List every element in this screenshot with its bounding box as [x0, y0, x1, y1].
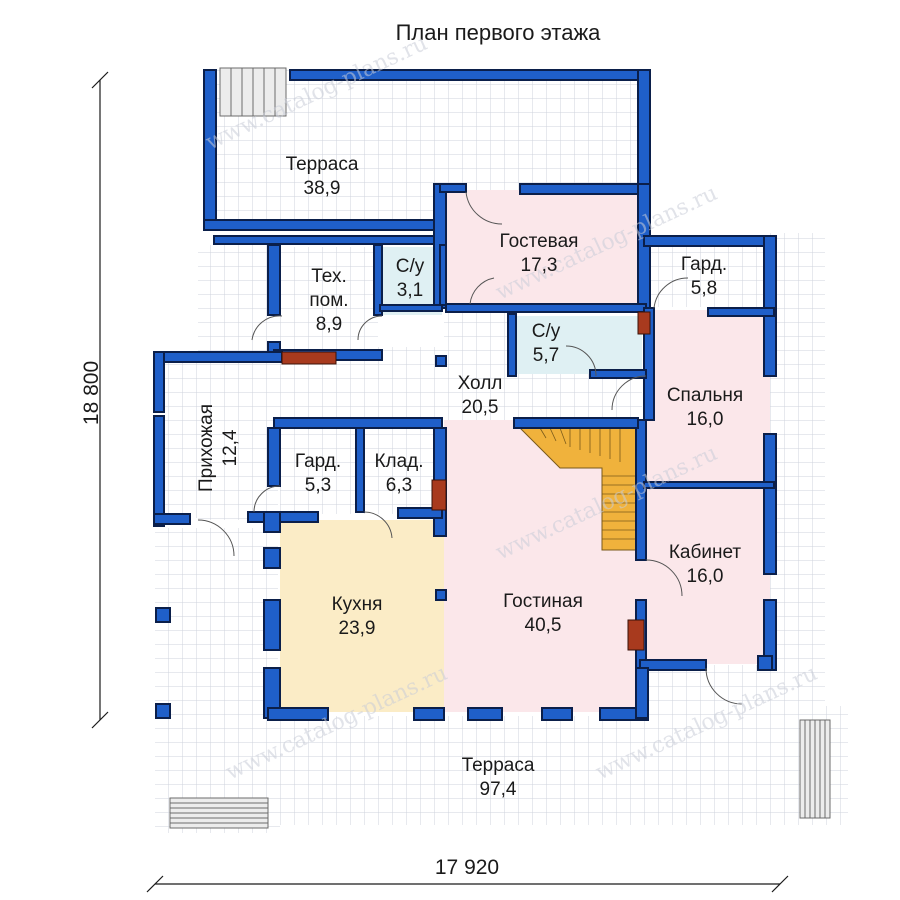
room-labels: Терраса 38,9 Гостевая 17,3 Тех. пом. 8,9…: [196, 154, 743, 800]
room-name: Кабинет: [669, 542, 742, 563]
terrace-floors: [155, 70, 848, 833]
room-name: Прихожая: [196, 404, 217, 492]
room-area: 23,9: [339, 618, 376, 639]
room-area: 38,9: [304, 178, 341, 199]
room-area: 6,3: [386, 475, 412, 496]
dimension-height: 18 800: [80, 361, 103, 425]
room-area: 5,8: [691, 278, 717, 299]
room-tech: Тех. пом. 8,9: [309, 266, 348, 335]
entry-floor: [160, 358, 200, 518]
room-area: 5,3: [305, 475, 331, 496]
room-name: Тех.: [311, 266, 346, 287]
bedroom-floor: [646, 310, 770, 482]
plan-title: План первого этажа: [396, 20, 602, 45]
chimney-guest: [637, 311, 651, 335]
room-guest: Гостевая 17,3: [500, 231, 579, 276]
room-name: Гостиная: [503, 591, 583, 612]
room-wardrobe-ne: Гард. 5,8: [681, 254, 727, 299]
room-name: Холл: [458, 373, 503, 394]
room-name: Клад.: [374, 451, 423, 472]
room-wardrobe-sw: Гард. 5,3: [295, 451, 341, 496]
room-south-terrace: Терраса 97,4: [462, 755, 535, 800]
room-area: 3,1: [397, 280, 423, 301]
room-area: 8,9: [316, 314, 342, 335]
storage-floor: [362, 428, 440, 514]
room-area: 12,4: [220, 429, 241, 466]
room-area: 16,0: [687, 566, 724, 587]
room-name: Терраса: [462, 755, 535, 776]
room-name: Кухня: [332, 594, 383, 615]
step-line: [559, 427, 567, 445]
room-name: Гостевая: [500, 231, 579, 252]
room-north-terrace: Терраса 38,9: [286, 154, 359, 199]
step-line: [549, 427, 557, 442]
room-bedroom: Спальня 16,0: [667, 385, 743, 430]
room-area: 16,0: [687, 409, 724, 430]
room-name: С/у: [396, 256, 425, 277]
west-passage-floor: [198, 245, 278, 355]
wardrobe-sw-floor: [280, 428, 358, 514]
room-study: Кабинет 16,0: [669, 542, 742, 587]
step-line: [539, 427, 547, 439]
room-area: 20,5: [462, 397, 499, 418]
room-area: 17,3: [521, 255, 558, 276]
room-name: Спальня: [667, 385, 743, 406]
room-name: Гард.: [295, 451, 341, 472]
bath-small-floor: [380, 247, 442, 315]
room-entry: Прихожая 12,4: [196, 404, 241, 492]
room-name-line2: пом.: [309, 290, 348, 311]
room-bath-small: С/у 3,1: [396, 256, 425, 301]
room-area: 40,5: [525, 615, 562, 636]
room-name: Терраса: [286, 154, 359, 175]
dimension-width: 17 920: [435, 856, 499, 879]
room-bath-large: С/у 5,7: [532, 321, 561, 366]
room-kitchen: Кухня 23,9: [332, 594, 383, 639]
chimneys: [281, 311, 651, 651]
south-terrace-floor: [155, 233, 848, 833]
door-swings: [197, 191, 743, 705]
living-floor: [444, 420, 646, 712]
room-living: Гостиная 40,5: [503, 591, 583, 636]
dimension-lines: [91, 71, 789, 893]
bath-large-floor: [514, 316, 642, 374]
room-area: 5,7: [533, 345, 559, 366]
kitchen-floor: [280, 520, 444, 712]
exterior-steps: [169, 67, 831, 829]
room-area: 97,4: [480, 779, 517, 800]
tech-room-floor: [278, 247, 378, 347]
chimney-hall: [281, 351, 337, 365]
study-floor: [646, 484, 770, 664]
chimney-living: [627, 619, 645, 651]
guest-room-floor: [444, 190, 644, 308]
chimney-storage: [431, 479, 447, 511]
room-hall: Холл 20,5: [458, 373, 503, 418]
room-name: С/у: [532, 321, 561, 342]
room-name: Гард.: [681, 254, 727, 275]
wardrobe-ne-floor: [650, 247, 770, 307]
room-storage: Клад. 6,3: [374, 451, 423, 496]
